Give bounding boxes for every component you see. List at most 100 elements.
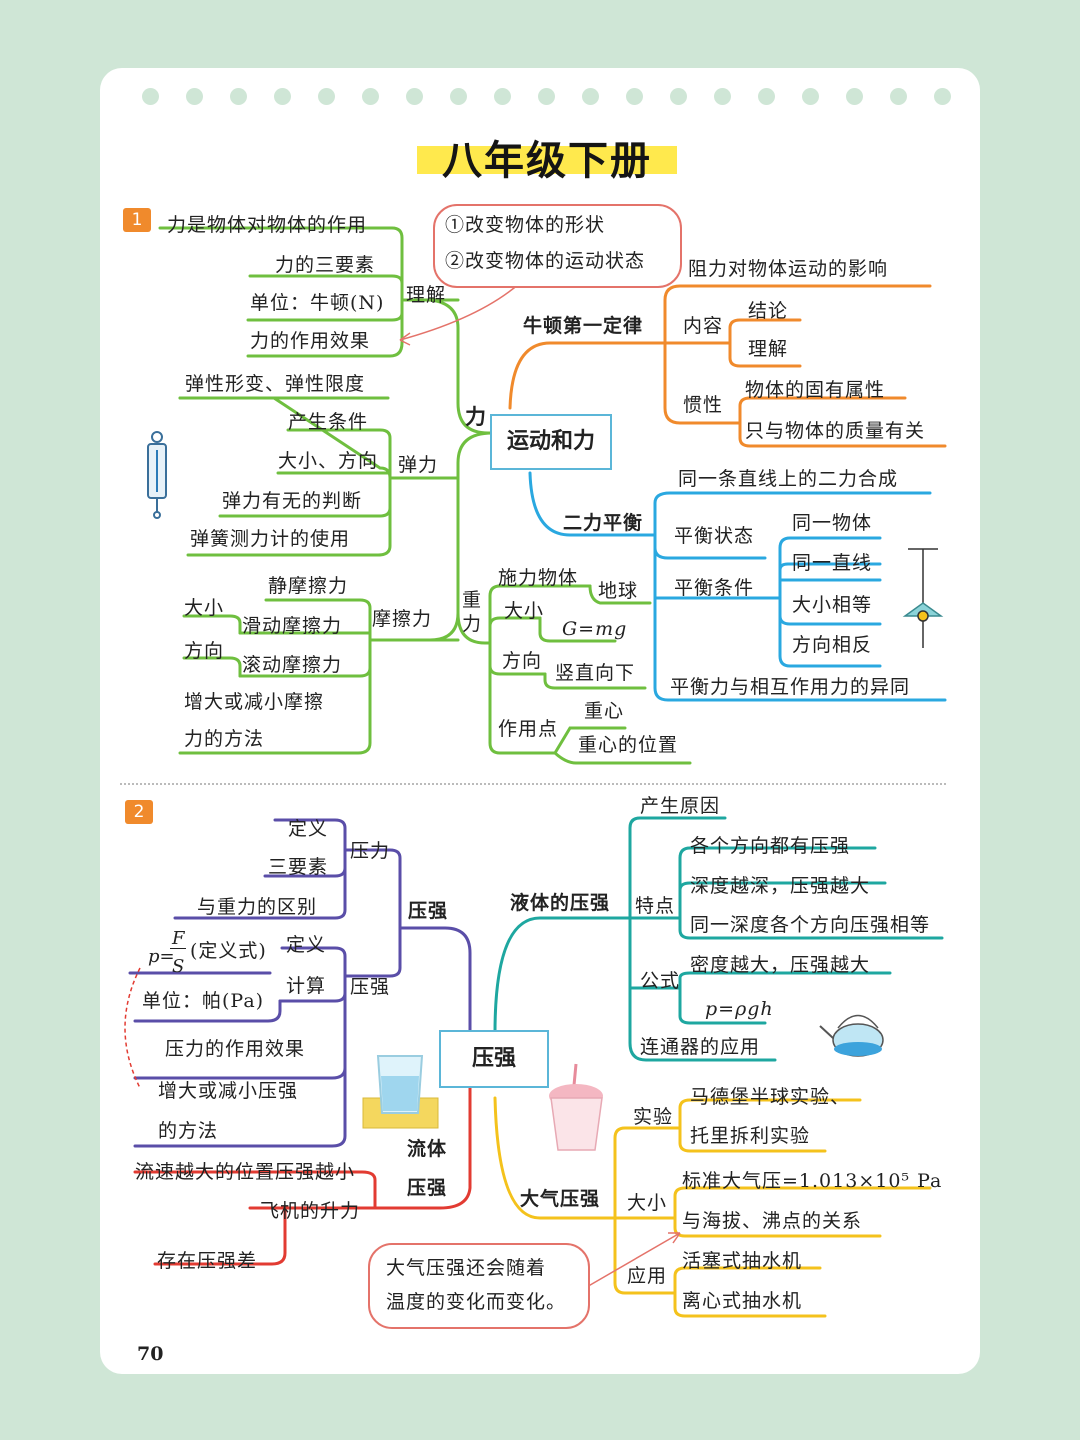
- node-vs-gravity: 与重力的区别: [197, 896, 318, 918]
- node-three-elements: 力的三要素: [275, 254, 376, 276]
- branch-liquid-pressure: 液体的压强: [510, 892, 611, 914]
- page-number: 70: [137, 1343, 164, 1365]
- node-spring-scale: 弹簧测力计的使用: [190, 528, 351, 550]
- node-connected-vessels: 连通器的应用: [640, 1036, 761, 1058]
- node-applying-object: 施力物体: [498, 567, 579, 589]
- node-gravity-direction: 方向: [502, 650, 543, 672]
- node-gravity-size: 大小: [504, 600, 545, 622]
- branch-solid-pressure: 压强: [408, 900, 449, 922]
- binder-hole: [846, 88, 863, 105]
- effect-motion: ②改变物体的运动状态: [445, 250, 646, 272]
- branch-atmospheric-pressure: 大气压强: [520, 1188, 601, 1210]
- drink-cup-icon: [549, 1063, 603, 1151]
- page: 八年级下册: [100, 68, 980, 1374]
- teal-trunk: [493, 916, 632, 1035]
- fraction-bar: [170, 948, 186, 949]
- node-air-applications: 应用: [627, 1265, 668, 1287]
- node-standard-pressure: 标准大气压=1.013×10⁵ Pa: [682, 1170, 943, 1192]
- node-liquid-features: 特点: [635, 895, 676, 917]
- node-vertical-down: 竖直向下: [555, 662, 636, 684]
- node-denser-greater: 密度越大，压强越大: [690, 954, 871, 976]
- node-inertia: 惯性: [683, 394, 724, 416]
- branch-force: 力: [465, 405, 487, 429]
- yellow-trunk: [493, 1096, 617, 1220]
- green-trunk-top: [400, 298, 494, 435]
- node-force-definition: 力是物体对物体的作用: [167, 214, 368, 236]
- node-same-object: 同一物体: [792, 512, 873, 534]
- binder-hole: [582, 88, 599, 105]
- node-pressure-methods-1: 增大或减小压强: [158, 1080, 299, 1102]
- section-2-badge: 2: [125, 800, 153, 824]
- node-resistance-effect: 阻力对物体运动的影响: [688, 258, 889, 280]
- node-sliding-friction: 滑动摩擦力: [242, 615, 343, 637]
- spring-scale-icon: [147, 431, 167, 519]
- blue-trunk: [528, 471, 657, 537]
- node-elastic-direction: 大小、方向: [278, 450, 379, 472]
- node-pressure-effect: 压力的作用效果: [165, 1038, 306, 1060]
- node-opposite-direction: 方向相反: [792, 634, 873, 656]
- node-mass-only: 只与物体的质量有关: [745, 420, 926, 442]
- node-point-of-action: 作用点: [498, 718, 559, 740]
- node-centrifugal-pump: 离心式抽水机: [682, 1290, 803, 1312]
- node-liquid-cause: 产生原因: [640, 795, 721, 817]
- binder-hole: [494, 88, 511, 105]
- formula-rho-g-h: p=ρgh: [705, 998, 774, 1020]
- node-balance-condition: 平衡条件: [674, 577, 755, 599]
- hanging-weight-icon: [902, 548, 944, 648]
- node-pressure-unit: 单位：帕(Pa): [142, 990, 265, 1012]
- node-pressure-methods-2: 的方法: [158, 1120, 219, 1142]
- title-text: 八年级下册: [442, 138, 652, 184]
- binder-hole: [230, 88, 247, 105]
- branch-friction: 摩擦力: [372, 608, 433, 630]
- node-elastic-deformation: 弹性形变、弹性限度: [185, 373, 366, 395]
- node-friction-size: 大小: [184, 597, 225, 619]
- orange-trunk: [508, 341, 667, 410]
- node-altitude-boiling: 与海拔、沸点的关系: [682, 1210, 863, 1232]
- node-equal-size: 大小相等: [792, 594, 873, 616]
- binder-hole: [758, 88, 775, 105]
- formula-p: p=: [148, 946, 175, 967]
- branch-elastic: 弹力: [398, 454, 439, 476]
- binder-hole: [890, 88, 907, 105]
- branch-gravity: 重力: [462, 589, 483, 635]
- line-understand-1: [158, 226, 404, 302]
- connector-lines: [124, 226, 947, 1318]
- node-air-experiments: 实验: [633, 1106, 674, 1128]
- bubble-line-2: 温度的变化而变化。: [386, 1291, 567, 1313]
- bubble-arrow-line: [399, 282, 521, 341]
- effects-bubble: ①改变物体的形状 ②改变物体的运动状态: [433, 204, 682, 288]
- formula-f: F: [172, 928, 185, 949]
- binder-holes: [100, 68, 980, 128]
- node-piston-pump: 活塞式抽水机: [682, 1250, 803, 1272]
- node-unit-newton: 单位：牛顿(N): [250, 292, 385, 314]
- center-node-pressure: 压强: [439, 1030, 549, 1088]
- temperature-note-bubble: 大气压强还会随着 温度的变化而变化。: [368, 1243, 590, 1329]
- binder-hole: [186, 88, 203, 105]
- node-friction-direction: 方向: [184, 640, 225, 662]
- node-liquid-formula-label: 公式: [640, 970, 681, 992]
- binder-hole: [670, 88, 687, 105]
- node-friction-methods-1: 增大或减小摩擦: [184, 691, 325, 713]
- binder-hole: [274, 88, 291, 105]
- node-rolling-friction: 滚动摩擦力: [242, 654, 343, 676]
- node-pressure-def: 定义: [286, 934, 327, 956]
- branch-pressure-force: 压力: [350, 840, 391, 862]
- node-content: 内容: [683, 315, 724, 337]
- node-airplane-lift: 飞机的升力: [260, 1200, 361, 1222]
- node-balance-state: 平衡状态: [674, 525, 755, 547]
- center-node-motion-force: 运动和力: [490, 414, 612, 470]
- binder-hole: [142, 88, 159, 105]
- binder-hole: [406, 88, 423, 105]
- node-pressure-calc: 计算: [286, 975, 327, 997]
- binder-hole: [362, 88, 379, 105]
- air-bubble-arrow: [584, 1232, 681, 1289]
- node-elastic-judge: 弹力有无的判断: [222, 490, 363, 512]
- node-same-line: 同一直线: [792, 552, 873, 574]
- node-air-size: 大小: [627, 1192, 668, 1214]
- formula-g-mg: G=mg: [562, 618, 628, 640]
- node-friction-methods-2: 力的方法: [184, 728, 265, 750]
- glass-on-sponge-icon: [362, 1055, 439, 1129]
- node-magdeburg: 马德堡半球实验、: [690, 1086, 851, 1108]
- binder-hole: [450, 88, 467, 105]
- purple-trunk: [398, 926, 472, 1050]
